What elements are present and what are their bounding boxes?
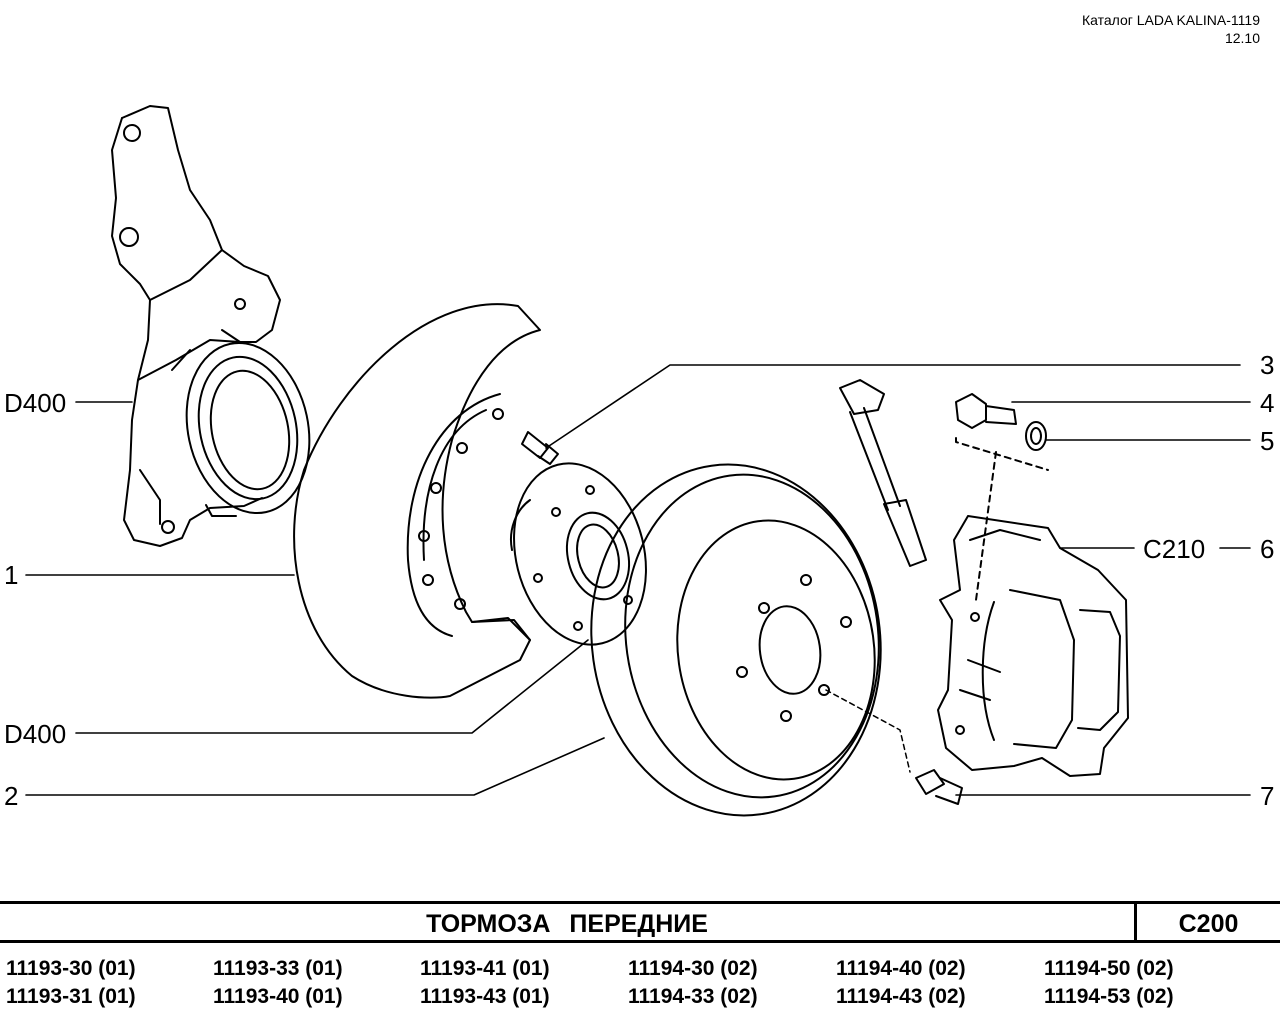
model-code: 11193-33 (01) [213, 957, 343, 980]
brake-assembly-drawing [25, 105, 1251, 817]
wheel-hub [510, 462, 647, 646]
callout-1: 1 [4, 560, 19, 590]
assembly-guide-bracket [955, 437, 1049, 471]
callout-6: 6 [1260, 534, 1275, 564]
model-code: 11194-40 (02) [836, 957, 966, 980]
leader-lines [25, 364, 1251, 796]
stud-guide [825, 689, 911, 773]
callout-hub: D400 [4, 719, 67, 749]
model-code: 11194-50 (02) [1044, 957, 1174, 980]
model-code: 11194-30 (02) [628, 957, 758, 980]
section-title: ТОРМОЗА ПЕРЕДНИЕ [426, 910, 708, 938]
title-separator [1134, 904, 1137, 940]
callout-c210: C210 [1143, 534, 1206, 564]
callout-7: 7 [1260, 781, 1275, 811]
catalog-title: Каталог LADA KALINA-1119 [1081, 12, 1260, 28]
wheel-stud [915, 769, 963, 805]
model-code: 11194-43 (02) [836, 985, 966, 1008]
callout-knuckle: D400 [4, 388, 67, 418]
shield-bolt [521, 431, 559, 465]
section-code: C200 [1178, 910, 1239, 938]
callout-3: 3 [1260, 350, 1275, 380]
model-code: 11194-33 (02) [628, 985, 758, 1008]
callout-2: 2 [4, 781, 19, 811]
washer [1025, 421, 1047, 451]
catalog-date: 12.10 [1224, 30, 1260, 46]
callout-5: 5 [1260, 426, 1275, 456]
steering-knuckle [111, 105, 311, 547]
model-code: 11193-41 (01) [420, 957, 550, 980]
title-bar: ТОРМОЗА ПЕРЕДНИЕ C200 [0, 901, 1280, 943]
model-code: 11193-30 (01) [6, 957, 136, 980]
model-code: 11193-40 (01) [213, 985, 343, 1008]
model-code: 11193-31 (01) [6, 985, 136, 1008]
brake-caliper [937, 515, 1129, 777]
model-code: 11194-53 (02) [1044, 985, 1174, 1008]
brake-disc [590, 463, 882, 817]
assembly-guide [975, 451, 997, 601]
caliper-bolt [955, 393, 1017, 429]
brake-hose [839, 379, 927, 567]
callout-4: 4 [1260, 388, 1275, 418]
brake-shield [293, 303, 541, 699]
model-code: 11193-43 (01) [420, 985, 550, 1008]
